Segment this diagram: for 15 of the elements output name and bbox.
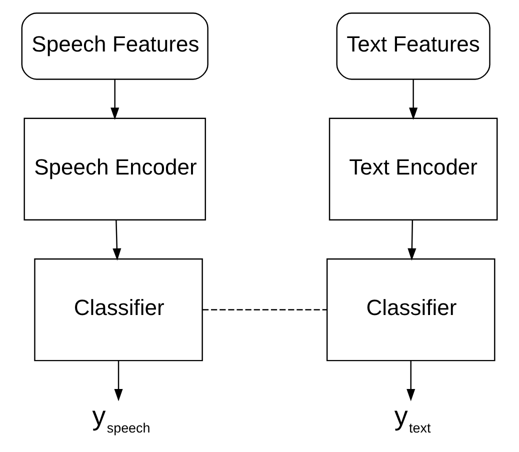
node-text: y$_{speech}$ — [92, 400, 150, 436]
node-box: Text Encoder — [328, 118, 498, 220]
node-box: Speech Encoder — [24, 118, 206, 220]
arrow — [408, 220, 416, 261]
node-box: Classifier — [34, 258, 203, 362]
arrow — [112, 220, 122, 261]
arrow — [409, 79, 418, 120]
arrow — [110, 79, 120, 120]
arrow — [406, 360, 416, 402]
arrow — [114, 360, 123, 402]
node-box: Text Features — [336, 12, 490, 80]
connector — [202, 309, 328, 310]
node-box: Classifier — [326, 258, 496, 362]
node-box: Speech Features — [21, 12, 208, 80]
node-text: y$_{text}$ — [394, 400, 431, 436]
